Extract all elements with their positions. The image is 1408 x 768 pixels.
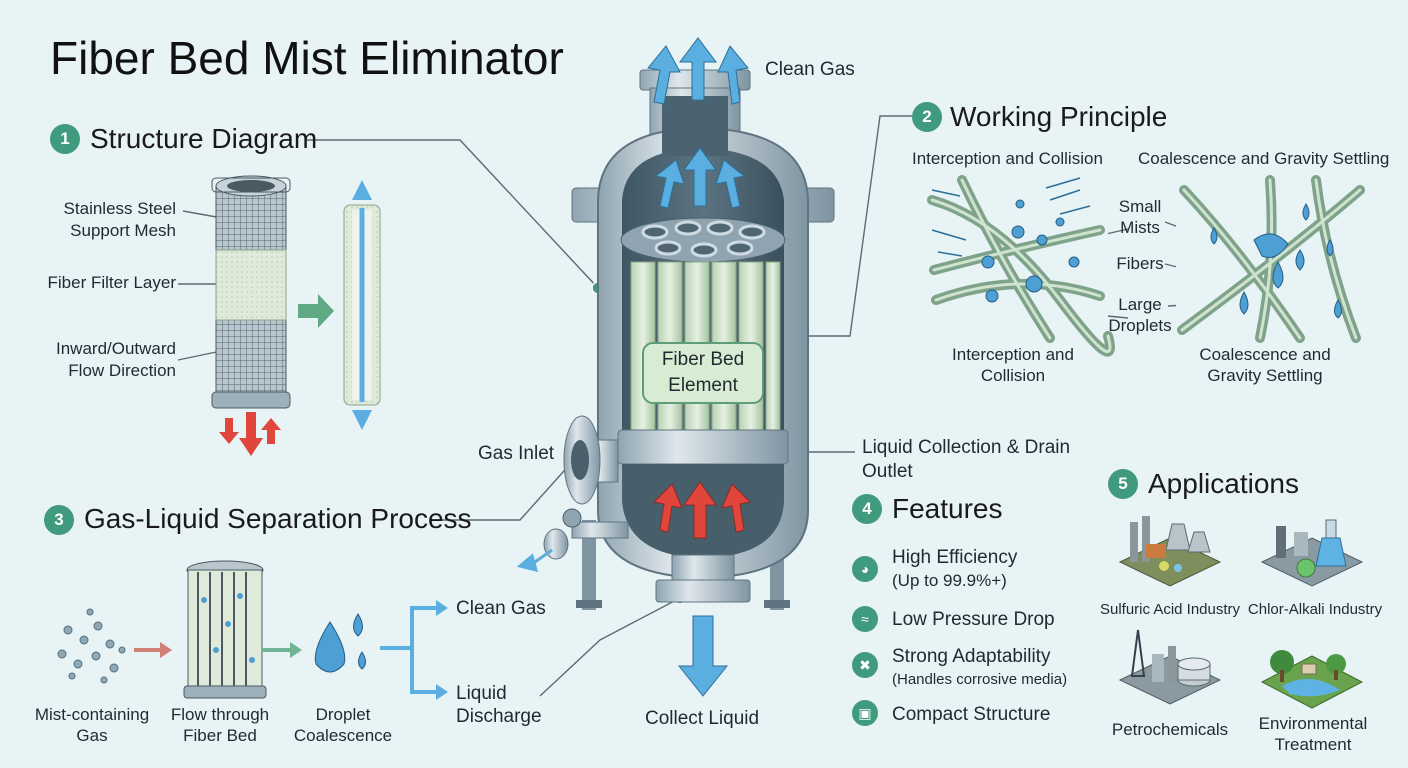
process-clean-gas-label: Clean Gas bbox=[456, 598, 546, 619]
section-3-badge: 3 bbox=[44, 505, 74, 535]
section-1-badge: 1 bbox=[50, 124, 80, 154]
fiber-tube-cross-section bbox=[343, 180, 381, 430]
efficiency-gauge-icon: ◕ bbox=[852, 556, 878, 582]
clean-gas-top-label: Clean Gas bbox=[765, 59, 855, 80]
features-heading: Features bbox=[892, 493, 1003, 524]
process-step-3-line1: Droplet bbox=[315, 705, 371, 724]
sulfuric-acid-industry-illustration bbox=[1118, 516, 1222, 587]
application-sulfuric-acid-label: Sulfuric Acid Industry bbox=[1099, 601, 1241, 618]
coalescence-caption-line1: Coalescence and bbox=[1199, 345, 1331, 364]
support-mesh-label-line2: Support Mesh bbox=[70, 221, 176, 240]
process-step-1-line2: Gas bbox=[76, 726, 108, 745]
process-arrow-1 bbox=[134, 642, 172, 658]
interception-panel bbox=[927, 175, 1115, 357]
feature-3-detail: (Handles corrosive media) bbox=[892, 671, 1068, 688]
application-petrochemicals-label: Petrochemicals bbox=[1111, 720, 1229, 739]
interception-caption-line2: Collision bbox=[980, 366, 1046, 385]
gas-inlet-label: Gas Inlet bbox=[478, 443, 555, 464]
liquid-collection-label-line1: Liquid Collection & Drain bbox=[862, 437, 1071, 458]
large-droplets-label-line1: Large bbox=[1118, 295, 1162, 314]
fiber-bed-element-label-box bbox=[642, 342, 764, 404]
flow-direction-label-line1: Inward/Outward bbox=[56, 339, 176, 358]
process-step-2-line1: Flow through bbox=[170, 705, 270, 724]
applications-heading: Applications bbox=[1148, 468, 1299, 499]
process-liquid-label-line1: Liquid bbox=[456, 683, 507, 704]
small-mists-label-line1: Small bbox=[1118, 197, 1162, 216]
process-step-2-line2: Fiber Bed bbox=[183, 726, 257, 745]
application-chlor-alkali-label: Chlor-Alkali Industry bbox=[1247, 601, 1383, 618]
working-principle-heading: Working Principle bbox=[950, 101, 1168, 132]
feature-4-title: Compact Structure bbox=[892, 704, 1051, 725]
feature-1-title: High Efficiency bbox=[892, 547, 1018, 568]
separation-process-heading: Gas-Liquid Separation Process bbox=[84, 503, 472, 534]
fiber-filter-layer-label: Fiber Filter Layer bbox=[47, 273, 176, 292]
environmental-treatment-illustration bbox=[1260, 650, 1364, 709]
chlor-alkali-industry-illustration bbox=[1260, 519, 1364, 587]
feature-2-title: Low Pressure Drop bbox=[892, 609, 1055, 630]
process-mist-dots bbox=[57, 608, 126, 684]
fiber-bed-element-label-line2: Element bbox=[668, 375, 738, 396]
coalescence-title: Coalescence and Gravity Settling bbox=[1138, 149, 1390, 168]
process-step-1-line1: Mist-containing bbox=[34, 705, 150, 724]
process-liquid-label-line2: Discharge bbox=[456, 706, 542, 727]
petrochemicals-illustration bbox=[1118, 629, 1222, 705]
page-title: Fiber Bed Mist Eliminator bbox=[50, 32, 564, 84]
process-step-3-line2: Coalescence bbox=[293, 726, 393, 745]
process-split-arrows bbox=[380, 606, 436, 694]
feature-1-detail: (Up to 99.9%+) bbox=[892, 571, 1007, 590]
flow-direction-label-line2: Flow Direction bbox=[68, 361, 176, 380]
liquid-collection-label-line2: Outlet bbox=[862, 461, 913, 482]
gas-flow-arrows bbox=[654, 147, 746, 209]
large-droplets-label-line2: Droplets bbox=[1108, 316, 1172, 335]
section-2-badge: 2 bbox=[912, 102, 942, 132]
clean-gas-out-arrows bbox=[647, 37, 749, 105]
application-environmental-label-line2: Treatment bbox=[1274, 735, 1352, 754]
structure-arrow bbox=[298, 294, 334, 328]
coalescence-caption-line2: Gravity Settling bbox=[1207, 366, 1323, 385]
section-4-badge: 4 bbox=[852, 494, 882, 524]
fiber-bed-element-label-line1: Fiber Bed bbox=[661, 349, 745, 370]
feature-3-title: Strong Adaptability bbox=[892, 646, 1051, 667]
collect-liquid-arrow bbox=[677, 615, 729, 697]
filter-cartridge bbox=[211, 175, 291, 456]
cube-icon: ▣ bbox=[852, 700, 878, 726]
fibers-label: Fibers bbox=[1116, 254, 1164, 273]
structure-diagram-heading: Structure Diagram bbox=[90, 123, 318, 154]
process-arrow-2 bbox=[262, 642, 302, 658]
process-droplets bbox=[314, 613, 366, 673]
mist-eliminator-vessel bbox=[516, 37, 835, 697]
process-filter bbox=[183, 560, 267, 699]
coalescence-panel bbox=[1176, 175, 1366, 343]
collect-liquid-label: Collect Liquid bbox=[645, 708, 760, 729]
pressure-icon: ≈ bbox=[852, 606, 878, 632]
support-mesh-label-line1: Stainless Steel bbox=[63, 199, 176, 218]
interception-title: Interception and Collision bbox=[912, 149, 1103, 168]
section-5-badge: 5 bbox=[1108, 469, 1138, 499]
application-environmental-label-line1: Environmental bbox=[1258, 714, 1368, 733]
tools-icon: ✖ bbox=[852, 652, 878, 678]
small-mists-label-line2: Mists bbox=[1120, 218, 1160, 237]
inlet-flow-arrows bbox=[652, 481, 752, 539]
interception-caption-line1: Interception and bbox=[952, 345, 1074, 364]
